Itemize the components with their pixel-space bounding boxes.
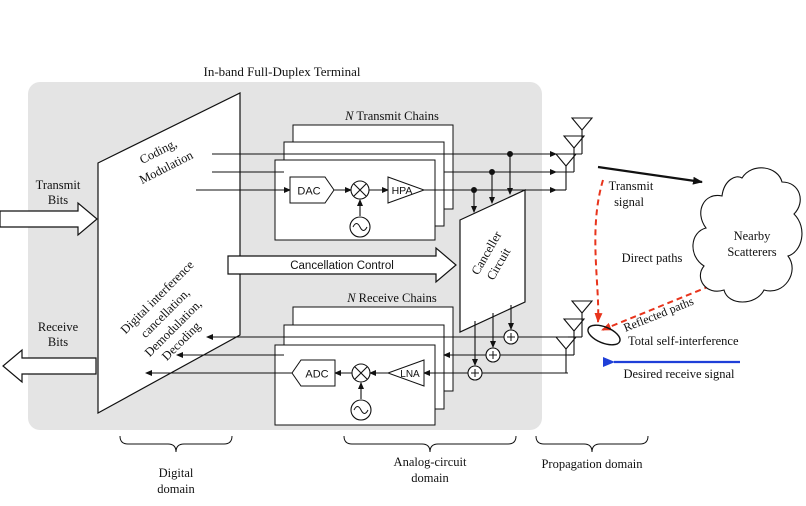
reflected-paths-label: Reflected paths	[621, 294, 695, 335]
digital-domain-label-1: Digital	[159, 466, 194, 480]
hpa-block	[387, 176, 426, 204]
digital-processor-block	[97, 92, 241, 415]
adc-label: ADC	[305, 369, 328, 381]
rx-antenna-2-icon	[562, 318, 586, 332]
desired-rx-label: Desired receive signal	[623, 367, 735, 381]
scatterers-label-2: Scatterers	[727, 245, 776, 259]
receive-bits-label-2: Bits	[48, 335, 68, 349]
adc-block	[291, 359, 336, 387]
rx-mixer-cross	[354, 366, 368, 380]
analog-domain-brace	[343, 435, 517, 453]
dac-label: DAC	[297, 186, 320, 198]
cancellation-control-label: Cancellation Control	[290, 260, 394, 272]
canceller-circuit-block	[459, 189, 526, 333]
direct-path-curve	[594, 179, 604, 323]
dac-block	[289, 176, 335, 204]
transmit-signal-label-1: Transmit	[609, 179, 654, 193]
transmit-bits-arrow	[0, 201, 98, 237]
tx-antenna-1-icon	[570, 117, 594, 131]
transmit-bits-label-2: Bits	[48, 193, 68, 207]
direct-paths-label: Direct paths	[622, 251, 683, 265]
transmit-signal-label-2: signal	[614, 195, 644, 209]
scatterers-cloud	[692, 167, 803, 303]
propagation-domain-label: Propagation domain	[541, 457, 643, 471]
lna-block	[386, 359, 425, 387]
rx-antenna-1-icon	[570, 300, 594, 314]
analog-domain-label-1: Analog-circuit	[394, 455, 467, 469]
hpa-label: HPA	[392, 185, 413, 197]
receive-bits-arrow	[2, 348, 97, 384]
rx-antenna-group	[554, 300, 594, 373]
summer-1-plus	[507, 333, 515, 341]
tx-antenna-group	[554, 117, 594, 191]
transmit-signal-arrow	[597, 165, 703, 185]
summer-3-plus	[471, 369, 479, 377]
tx-antenna-3-icon	[554, 153, 578, 167]
lna-label: LNA	[400, 369, 420, 380]
terminal-title: In-band Full-Duplex Terminal	[204, 64, 361, 79]
tx-mixer-cross	[353, 183, 367, 197]
analog-domain-label-2: domain	[411, 471, 449, 485]
scatterers-label-1: Nearby	[734, 229, 772, 243]
digital-domain-brace	[119, 435, 233, 453]
receive-bits-label-1: Receive	[38, 320, 79, 334]
propagation-domain-brace	[535, 435, 649, 453]
cancellation-control-arrow	[227, 246, 457, 284]
tx-chains-title: N Transmit Chains	[344, 109, 439, 123]
rx-osc-wave	[353, 406, 369, 414]
digital-domain-label-2: domain	[157, 482, 195, 496]
transmit-bits-label-1: Transmit	[36, 178, 81, 192]
tx-antenna-2-icon	[562, 135, 586, 149]
total-si-label: Total self-interference	[628, 334, 739, 348]
rx-antenna-3-icon	[554, 336, 578, 350]
summer-2-plus	[489, 351, 497, 359]
tx-osc-wave	[352, 223, 368, 231]
self-interference-ellipse	[587, 324, 621, 346]
rx-chains-title: N Receive Chains	[346, 291, 437, 305]
